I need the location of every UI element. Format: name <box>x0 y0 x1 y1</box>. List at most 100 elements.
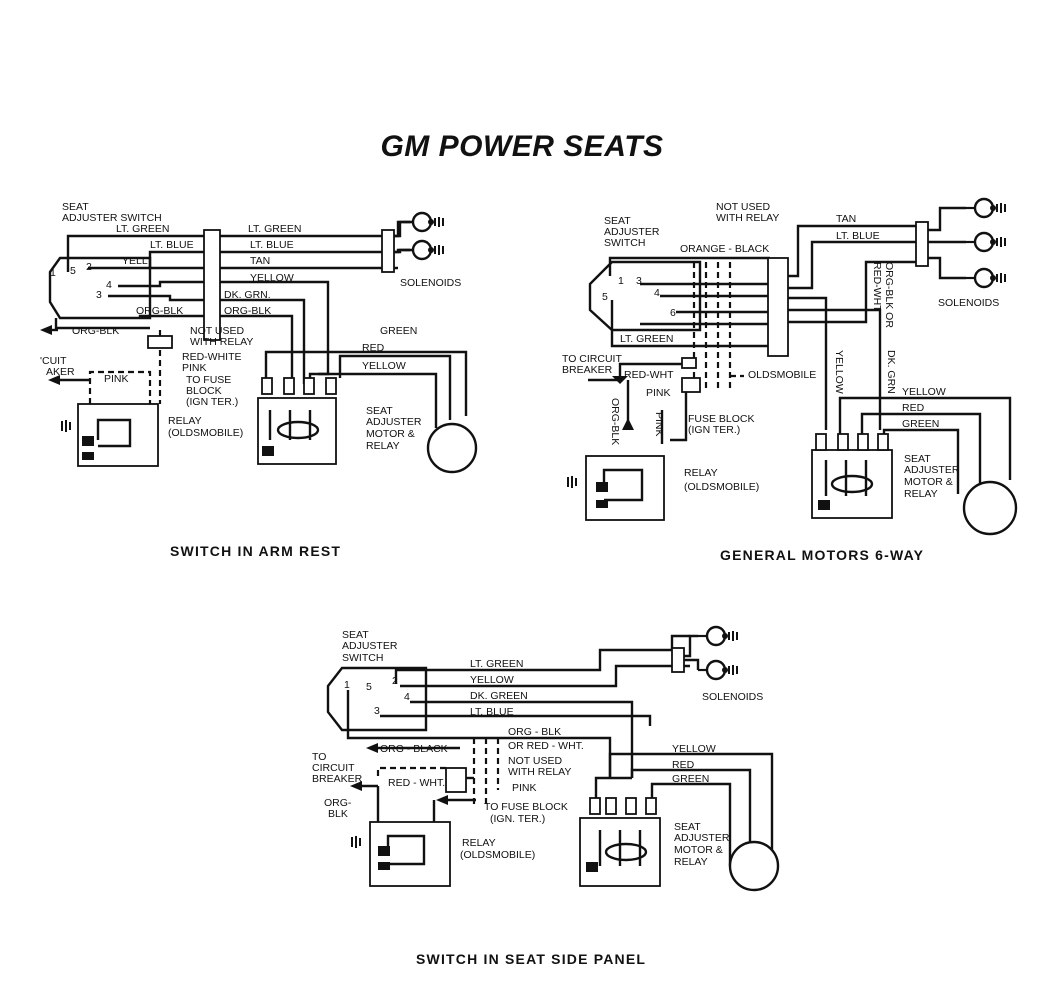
label-lt-green: LT. GREEN <box>620 333 673 345</box>
pin-2: 2 <box>392 675 398 687</box>
label-switch: SWITCH <box>604 237 645 249</box>
yellow-wire <box>838 396 1012 480</box>
pin-5: 5 <box>602 291 608 303</box>
label-oldsmobile-p: (OLDSMOBILE) <box>684 481 759 493</box>
pin-4: 4 <box>654 287 660 299</box>
org-blk-out-wire <box>54 318 150 330</box>
label-yellow: YELLOW <box>470 674 514 686</box>
pin-1: 1 <box>618 275 624 287</box>
label-orange-black: ORANGE - BLACK <box>680 243 769 255</box>
label-seat-m: SEAT <box>366 405 393 417</box>
yellow-v-wire <box>788 296 828 430</box>
harness-clamp <box>203 229 221 341</box>
label-green: GREEN <box>380 325 417 337</box>
harness-clamp <box>915 221 929 267</box>
label-or-red-wht: OR RED - WHT. <box>508 740 584 752</box>
label-motor: MOTOR & <box>366 428 415 440</box>
tan-wire <box>148 266 398 270</box>
label-red-wht-v: RED-WHT <box>871 262 883 312</box>
label-yellow: YELLOW <box>250 272 294 284</box>
red-wire <box>338 354 452 420</box>
solenoid-icon <box>696 625 739 647</box>
pin-2: 2 <box>86 261 92 273</box>
yellow-m-wire <box>608 752 774 856</box>
label-motor: MOTOR & <box>904 476 953 488</box>
label-red: RED <box>672 759 695 771</box>
red-wire <box>860 412 982 488</box>
label-relay: RELAY <box>168 415 202 427</box>
label-seat: SEAT <box>62 201 89 213</box>
label-red-wht: RED - WHT. <box>388 777 445 789</box>
label-dk-grn: DK. GRN. <box>224 289 271 301</box>
label-aker: AKER <box>46 366 75 378</box>
label-red: RED <box>902 402 925 414</box>
solenoid-icon <box>964 197 1007 219</box>
label-solenoids: SOLENOIDS <box>702 691 763 703</box>
label-org-blk-or: ORG-BLK OR <box>883 262 895 328</box>
caption-switch-in-seat-side-panel: SWITCH IN SEAT SIDE PANEL <box>416 951 646 967</box>
label-lt-blue: LT. BLUE <box>836 230 880 242</box>
green-wire <box>882 428 960 494</box>
label-seat: SEAT <box>342 629 369 641</box>
label-to: TO <box>312 751 326 763</box>
label-dk-green: DK. GREEN <box>470 690 528 702</box>
pin-5: 5 <box>70 265 76 277</box>
label-lt-blue-b: LT. BLUE <box>250 239 294 251</box>
label-solenoids: SOLENOIDS <box>400 277 461 289</box>
label-oldsmobile: (OLDSMOBILE) <box>168 427 243 439</box>
label-cuit: 'CUIT <box>40 355 67 367</box>
label-not-used: NOT USED <box>716 201 770 213</box>
diagram-switch-in-seat-side-panel: SEAT ADJUSTER SWITCH LT. GREEN YELLOW DK… <box>312 625 780 967</box>
label-red-wht: RED-WHT <box>624 369 674 381</box>
solenoid-icon <box>402 211 445 233</box>
lt-blue-wire <box>788 240 920 290</box>
pin-4: 4 <box>404 691 410 703</box>
label-with-relay: WITH RELAY <box>508 766 571 778</box>
label-green: GREEN <box>672 773 709 785</box>
label-blk: BLK <box>328 808 348 820</box>
dk-grn-v-wire <box>788 308 882 430</box>
label-tan: TAN <box>250 255 270 267</box>
seat-adjuster-switch-body <box>326 666 428 732</box>
seat-adjuster-switch-body <box>588 260 702 332</box>
solenoid-icon <box>964 231 1007 253</box>
caption-general-motors-6-way: GENERAL MOTORS 6-WAY <box>720 547 924 563</box>
label-green: GREEN <box>902 418 939 430</box>
lt-green-wire <box>394 634 690 684</box>
yellow-wire <box>400 664 690 688</box>
label-relay-m: RELAY <box>904 488 938 500</box>
yellow-wire <box>118 280 330 384</box>
label-org-blk-v: ORG-BLK <box>609 398 621 445</box>
label-motor: MOTOR & <box>674 844 723 856</box>
label-pink: PINK <box>512 782 537 794</box>
label-oldsmobile: OLDSMOBILE <box>748 369 816 381</box>
label-yellow-v: YELLOW <box>833 350 845 394</box>
label-adjuster-m: ADJUSTER <box>904 464 960 476</box>
label-org-blk-b: ORG-BLK <box>224 305 271 317</box>
pin-3: 3 <box>374 705 380 717</box>
seat-adjuster-motor <box>962 480 1018 536</box>
ground-icon <box>351 835 361 849</box>
label-oldsmobile: (OLDSMOBILE) <box>460 849 535 861</box>
label-yellow-m: YELLOW <box>672 743 716 755</box>
label-tan: TAN <box>836 213 856 225</box>
label-ign-ter: (IGN TER.) <box>688 424 740 436</box>
diagram-general-motors-6-way: SEAT ADJUSTER SWITCH NOT USED WITH RELAY… <box>562 197 1018 563</box>
label-to-circuit: TO CIRCUIT <box>562 353 622 365</box>
label-yell: YELL <box>122 255 148 267</box>
lt-blue-wire <box>380 714 652 726</box>
label-solenoids: SOLENOIDS <box>938 297 999 309</box>
orange-black-wire <box>608 256 770 276</box>
label-lt-blue: LT. BLUE <box>150 239 194 251</box>
label-org-black: ORG - BLACK <box>380 743 448 755</box>
seat-adjuster-motor <box>426 422 478 474</box>
pin-1: 1 <box>50 267 56 279</box>
relay-box <box>585 455 665 521</box>
pin-6: 6 <box>670 307 676 319</box>
label-lt-green: LT. GREEN <box>470 658 523 670</box>
caption-switch-in-arm-rest: SWITCH IN ARM REST <box>170 543 341 559</box>
label-ign-ter: (IGN. TER.) <box>490 813 545 825</box>
label-lt-blue: LT. BLUE <box>470 706 514 718</box>
label-pink: PINK <box>182 362 207 374</box>
